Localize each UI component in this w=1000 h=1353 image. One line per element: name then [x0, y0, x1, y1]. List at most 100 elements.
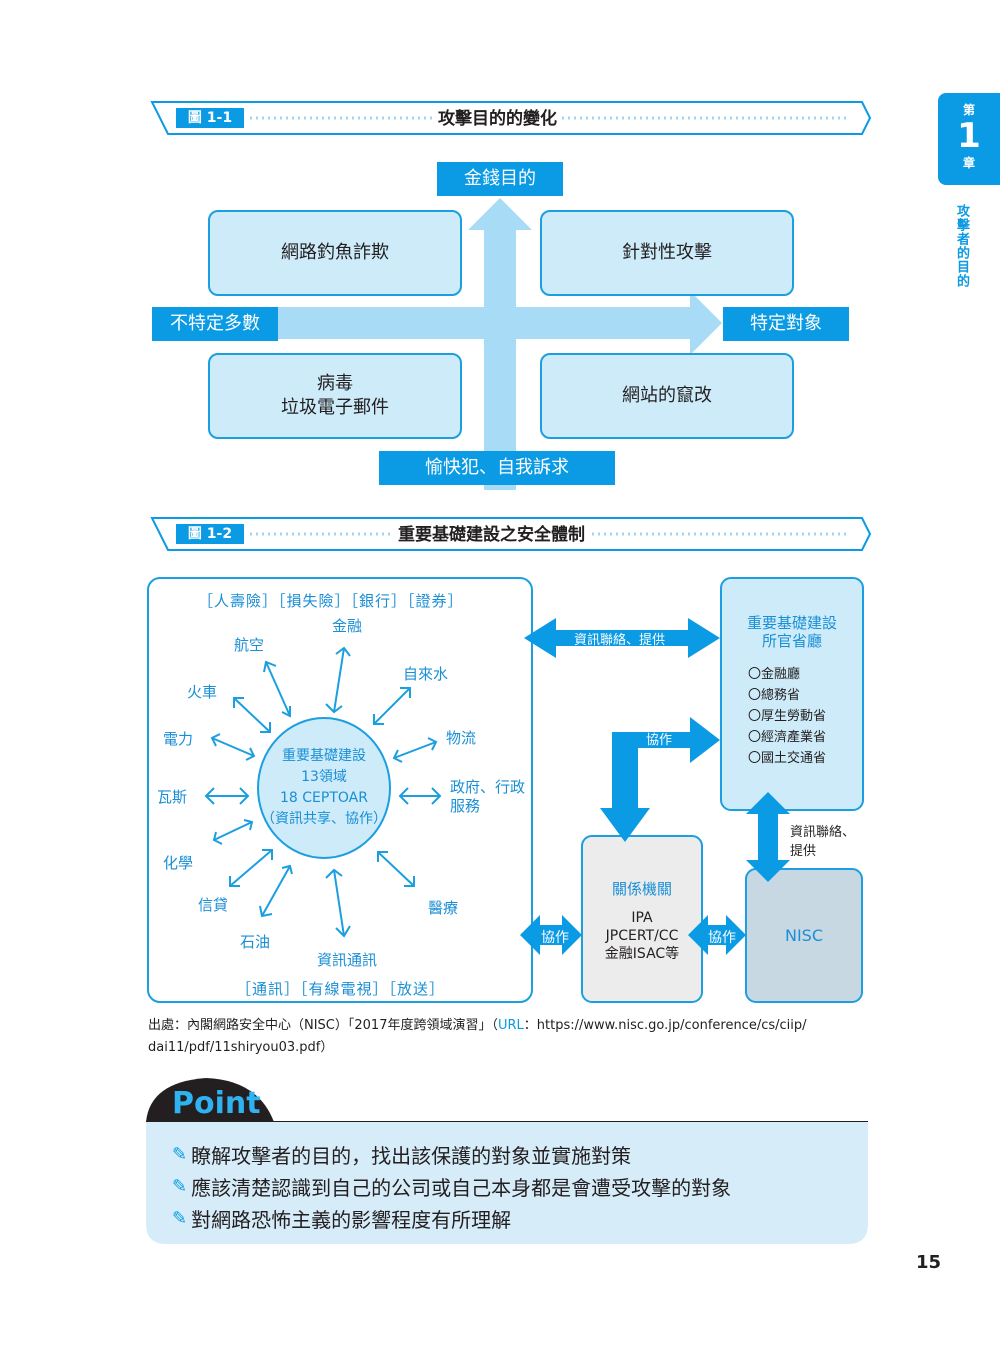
quadrant-defacement-text: 網站的竄改: [622, 385, 712, 406]
label-money: 金錢目的: [437, 162, 563, 196]
ministries-list: 〇金融廳 〇總務省 〇厚生勞動省 〇經濟產業省 〇國土交通省: [748, 664, 826, 769]
radial-arrow-gov: [398, 787, 442, 805]
figure1-header: 圖 1-1 攻擊目的的變化: [146, 100, 872, 135]
chapter-label-top: 第: [962, 103, 975, 117]
center-line-3: 18 CEPTOAR: [280, 790, 368, 806]
coop-elbow-arrow: [600, 717, 720, 842]
label-unspecified: 不特定多數: [152, 307, 278, 341]
agencies-box: [581, 835, 703, 1003]
nisc-label: NISC: [784, 926, 823, 945]
info-vertical-arrow: [746, 792, 790, 882]
radial-arrow-logistics: [392, 737, 438, 763]
point-heading: Point: [172, 1086, 261, 1121]
info-vertical-label-1: 資訊聯絡、: [790, 825, 856, 840]
radial-arrow-oil: [259, 864, 293, 918]
ministries-box: [720, 577, 864, 811]
sector-water: 自來水: [403, 665, 449, 683]
top-sectors: ［人壽險］［損失險］［銀行］［證券］: [198, 592, 464, 610]
pencil-icon: ✎: [172, 1143, 188, 1165]
center-ellipse: [257, 717, 391, 859]
quadrant-virus: 病毒 垃圾電子郵件: [208, 353, 462, 439]
figure2-header-frame: [150, 517, 872, 551]
quadrant-virus-text: 病毒: [317, 373, 353, 394]
point-item: ✎ 對網路恐怖主義的影響程度有所理解: [172, 1202, 731, 1234]
coop-arrow-left: [520, 915, 582, 955]
radial-arrow-gas: [204, 787, 250, 805]
chapter-number: 1: [957, 116, 981, 156]
quadrant-spam-text: 垃圾電子郵件: [281, 397, 389, 418]
point-list: ✎ 瞭解攻擊者的目的，找出該保護的對象並實施對策 ✎ 應該清楚認識到自己的公司或…: [172, 1138, 731, 1234]
ministries-title: 重要基礎建設 所官省廳: [722, 614, 862, 650]
center-line-1: 重要基礎建設: [282, 748, 366, 764]
ministries-title-1: 重要基礎建設: [746, 614, 837, 632]
radial-arrow-power: [210, 733, 256, 761]
agency-line: 金融ISAC等: [604, 946, 680, 962]
ministry-item: 〇總務省: [748, 688, 801, 703]
quadrant-phishing-text: 網路釣魚詐欺: [281, 242, 389, 263]
figure2-title: 重要基礎建設之安全體制: [394, 520, 589, 545]
horizontal-arrow: [270, 291, 722, 355]
source-text-c: dai11/pdf/11shiryou03.pdf）: [148, 1040, 334, 1055]
ministries-title-2: 所官省廳: [761, 632, 822, 650]
sector-logistics: 物流: [446, 729, 477, 747]
coop-elbow-label: 協作: [646, 733, 673, 748]
coop-arrow-right: [688, 915, 746, 955]
figure1-title: 攻擊目的的變化: [434, 104, 561, 129]
agencies-title: 關係機關: [611, 880, 672, 898]
center-line-4: （資訊共享、協作）: [261, 811, 387, 827]
radial-arrow-rail: [233, 697, 271, 733]
nisc-box: [745, 868, 863, 1003]
source-url-label: URL: [497, 1018, 524, 1033]
sector-medical: 醫療: [428, 899, 459, 917]
center-line-2: 13領域: [301, 769, 347, 785]
figure2-header: 圖 1-2 重要基礎建設之安全體制: [146, 516, 872, 551]
sector-credit: 信貸: [198, 896, 229, 914]
sector-gas: 瓦斯: [157, 788, 188, 806]
source-text-a: 出處：內閣網路安全中心（NISC）「2017年度跨領域演習」（: [148, 1018, 498, 1033]
label-pleasure: 愉快犯、自我訴求: [379, 451, 615, 485]
point-item-text: 應該清楚認識到自己的公司或自己本身都是會遭受攻擊的對象: [191, 1175, 732, 1200]
ministry-item: 〇厚生勞動省: [748, 709, 827, 724]
agency-line: IPA: [631, 910, 653, 926]
quadrant-targeted-text: 針對性攻擊: [622, 242, 712, 263]
figure1-header-frame: [150, 101, 872, 135]
quadrant-targeted: 針對性攻擊: [540, 210, 794, 296]
source-note: 出處：內閣網路安全中心（NISC）「2017年度跨領域演習」（URL：https…: [148, 1015, 860, 1059]
coop-left-label: 協作: [541, 930, 569, 946]
figure1-axes: [270, 198, 722, 490]
point-frame: [146, 1078, 868, 1244]
point-item: ✎ 瞭解攻擊者的目的，找出該保護的對象並實施對策: [172, 1138, 731, 1170]
source-text-b: ：https://www.nisc.go.jp/conference/cs/ci…: [523, 1018, 807, 1033]
pencil-icon: ✎: [172, 1207, 188, 1229]
label-specific: 特定對象: [723, 307, 849, 341]
figure1-badge: 圖 1-1: [176, 108, 244, 128]
sector-rail: 火車: [187, 683, 218, 701]
info-arrow-label: 資訊聯絡、提供: [574, 633, 666, 648]
radial-arrow-finance: [325, 646, 351, 714]
info-vertical-label-2: 提供: [790, 844, 817, 859]
ministry-item: 〇國土交通省: [748, 751, 827, 766]
point-item-text: 瞭解攻擊者的目的，找出該保護的對象並實施對策: [191, 1143, 632, 1168]
radial-arrow-credit: [229, 849, 273, 887]
sector-power: 電力: [163, 730, 194, 748]
quadrant-defacement: 網站的竄改: [540, 353, 794, 439]
agency-line: JPCERT/CC: [605, 928, 679, 944]
coop-right-label: 協作: [708, 930, 736, 946]
sector-ict: 資訊通訊: [317, 951, 378, 969]
point-item: ✎ 應該清楚認識到自己的公司或自己本身都是會遭受攻擊的對象: [172, 1170, 731, 1202]
page-number: 15: [916, 1252, 942, 1273]
agencies-lines: IPA JPCERT/CC 金融ISAC等: [582, 909, 702, 963]
figure2-diagram: [147, 577, 864, 1003]
ministry-item: 〇經濟產業省: [748, 730, 827, 745]
bottom-sectors: ［通訊］［有線電視］［放送］: [236, 980, 446, 998]
radial-arrow-water: [373, 687, 411, 725]
pencil-icon: ✎: [172, 1175, 188, 1197]
radial-arrow-medical: [377, 851, 415, 887]
sector-gov-2: 服務: [450, 797, 481, 815]
radial-arrow-aviation: [263, 660, 291, 718]
sector-chemical: 化學: [163, 854, 194, 872]
point-item-text: 對網路恐怖主義的影響程度有所理解: [191, 1207, 512, 1232]
figure2-badge: 圖 1-2: [176, 524, 244, 544]
sector-gov-1: 政府、行政: [450, 778, 526, 796]
radial-arrows: [204, 646, 442, 938]
